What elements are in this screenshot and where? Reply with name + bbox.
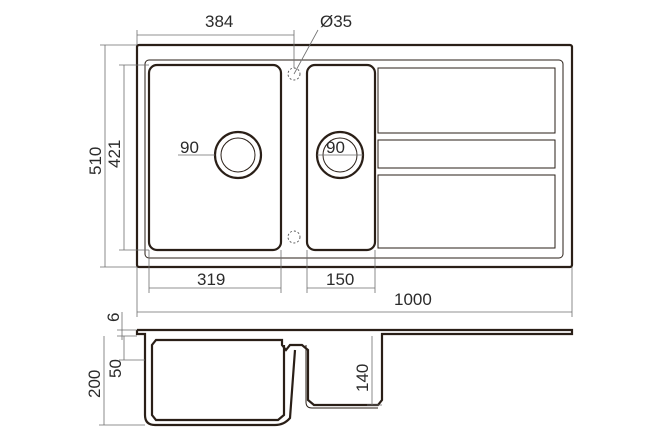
sink-outer-outline [135,43,574,269]
sink-inner-rim [144,59,564,259]
tap-hole-icon [287,67,301,81]
dim-hole-diameter: Ø35 [320,12,352,31]
left-bowl [147,63,283,252]
dim-6: 6 [104,313,123,322]
dim-421: 421 [105,140,124,168]
dim-140: 140 [353,364,372,392]
dim-left-drain: 90 [180,138,199,157]
left-drain-icon [213,130,263,180]
dim-right-drain: 90 [326,138,345,157]
side-section-view: 6 200 50 140 [85,312,574,427]
dim-510: 510 [86,147,105,175]
dim-50: 50 [106,359,125,378]
section-rim [137,328,574,422]
dim-150: 150 [326,270,354,289]
drainer-board [377,67,556,249]
right-bowl [305,63,377,252]
dim-200: 200 [85,370,104,398]
tap-hole-alt-icon [287,230,301,244]
dim-384: 384 [205,12,233,31]
dim-1000: 1000 [394,290,432,309]
top-view: 384 Ø35 90 90 510 421 319 150 1000 [86,12,574,317]
dim-319: 319 [197,270,225,289]
